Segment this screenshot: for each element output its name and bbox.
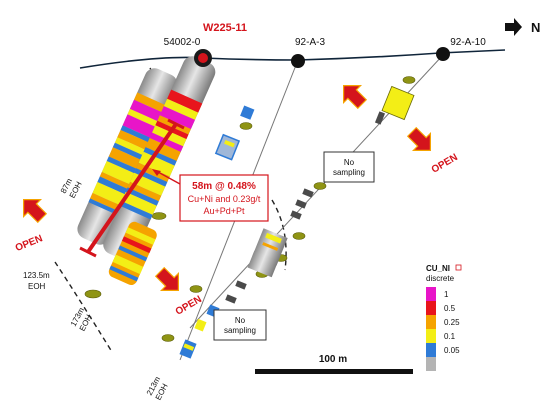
north-arrow: N <box>505 18 540 36</box>
no-sampling-upper-line1: No <box>344 158 355 167</box>
eoh-label-123m: 123.5m <box>23 271 50 280</box>
no-sampling-lower-line2: sampling <box>224 326 256 335</box>
collar-marker-92-A-3[interactable] <box>291 54 305 68</box>
legend-items: 1 0.5 0.25 0.1 0.05 <box>426 287 460 371</box>
legend-title-2: discrete <box>426 274 455 283</box>
collar-label-92-A-10: 92-A-10 <box>450 37 486 48</box>
open-label-left: OPEN <box>14 233 44 254</box>
legend: CU_NI discrete 1 0.5 0.25 0.1 0.05 <box>426 264 462 371</box>
dashed-boundary-right <box>271 199 287 271</box>
eoh-label-87m: 87m EOH <box>59 177 84 200</box>
topography-line <box>79 49 506 69</box>
no-sampling-box-upper <box>323 151 375 183</box>
open-label-right: OPEN <box>430 152 460 176</box>
intercept-line-3: Au+Pd+Pt <box>203 206 245 216</box>
scale-bar-label: 100 m <box>319 354 347 365</box>
hole-54002-0-core <box>77 68 178 245</box>
eoh-label-173m: 173m EOH <box>69 306 94 333</box>
open-arrow-left: OPEN <box>14 199 48 254</box>
legend-label: 0.25 <box>444 318 460 327</box>
collar-label-54002-0: 54002-0 <box>164 37 201 48</box>
collar-label-92-A-3: 92-A-3 <box>295 37 325 48</box>
legend-swatch <box>426 343 436 357</box>
hole-173m-segment <box>108 221 157 285</box>
legend-label: 1 <box>444 290 449 299</box>
intercept-bracket <box>79 118 185 258</box>
no-sampling-box-lower <box>213 309 267 341</box>
no-sampling-lower-line1: No <box>235 316 246 325</box>
intercept-box <box>179 174 269 222</box>
hole-92-A-10-segments <box>194 85 415 332</box>
collar-marker-92-A-10[interactable] <box>436 47 450 61</box>
intercept-line-2: Cu+Ni and 0.23g/t <box>188 194 261 204</box>
legend-title-icon <box>455 264 462 271</box>
eoh-label-123m-eoh: EOH <box>28 282 46 291</box>
open-arrow-upper <box>343 85 368 110</box>
hole-92-A-3-segments <box>179 105 255 359</box>
legend-label: 0.1 <box>444 332 456 341</box>
dashed-boundary-bottom <box>54 261 113 353</box>
legend-swatch <box>426 329 436 343</box>
open-label-middle: OPEN <box>174 294 204 318</box>
intercept-line-1: 58m @ 0.48% <box>192 181 256 192</box>
legend-swatch <box>426 315 436 329</box>
legend-title-1: CU_NI <box>426 264 450 273</box>
no-sampling-upper-line2: sampling <box>333 168 365 177</box>
legend-swatch <box>426 357 436 371</box>
scale-bar <box>255 369 413 374</box>
eoh-label-213m: 213m EOH <box>145 375 170 402</box>
north-label: N <box>531 20 540 35</box>
open-arrow-right: OPEN <box>406 126 460 176</box>
legend-label: 0.5 <box>444 304 456 313</box>
collar-marker-W225-11-inner <box>198 53 208 63</box>
legend-swatch <box>426 301 436 315</box>
collar-label-W225-11: W225-11 <box>203 22 247 34</box>
legend-label: 0.05 <box>444 346 460 355</box>
legend-swatch <box>426 287 436 301</box>
